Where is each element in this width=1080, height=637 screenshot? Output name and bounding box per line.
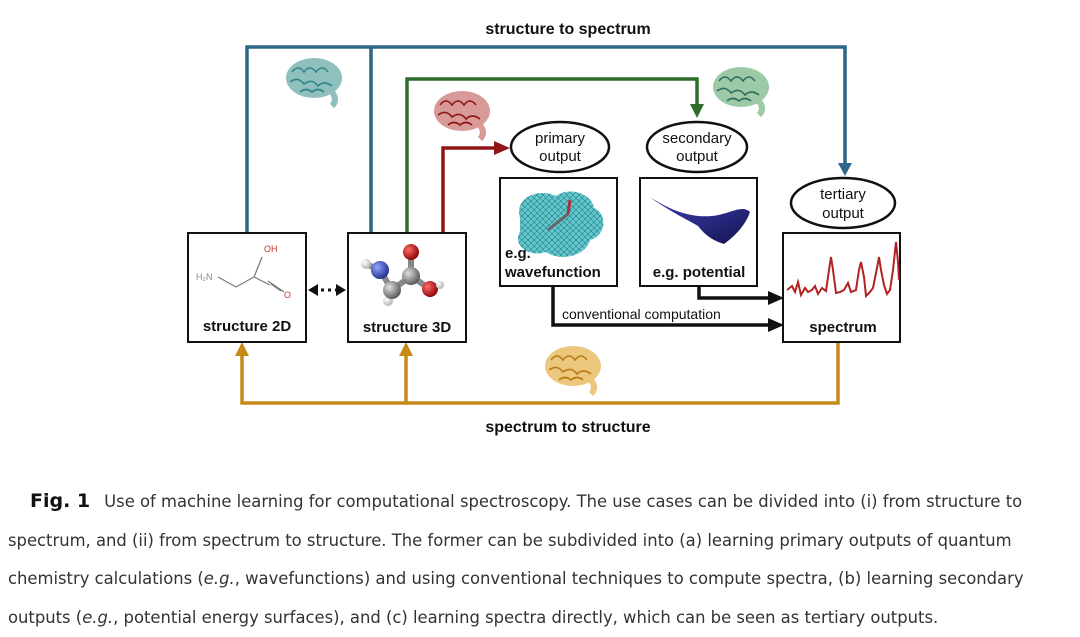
primary-output-arrow bbox=[441, 146, 498, 233]
wavefunction-label: wavefunction bbox=[504, 264, 601, 281]
brain-icon-green bbox=[713, 67, 769, 118]
spectrum-plot-image bbox=[786, 241, 900, 299]
conventional-computation-arrows bbox=[551, 286, 770, 327]
potential-surface-image bbox=[650, 197, 750, 244]
svg-text:output: output bbox=[822, 205, 865, 222]
svg-text:OH: OH bbox=[264, 244, 278, 254]
box-structure-2d: OH H₂N O structure 2D bbox=[187, 232, 307, 343]
box-structure-3d: structure 3D bbox=[347, 232, 467, 343]
svg-text:O: O bbox=[284, 290, 291, 300]
svg-text:output: output bbox=[676, 148, 719, 165]
brain-icon-orange bbox=[545, 346, 601, 397]
bottom-arrow-label: spectrum to structure bbox=[485, 419, 650, 436]
spectrum-label: spectrum bbox=[809, 319, 877, 336]
double-dotted-arrow bbox=[308, 284, 346, 296]
svg-text:secondary: secondary bbox=[662, 130, 732, 147]
figure-diagram: structure to spectrum spectrum to struct… bbox=[187, 21, 901, 436]
svg-text:primary: primary bbox=[535, 130, 586, 147]
structure-3d-label: structure 3D bbox=[363, 319, 452, 336]
structure-to-spectrum-arrow bbox=[245, 45, 847, 233]
svg-text:tertiary: tertiary bbox=[820, 186, 866, 203]
box-wavefunction: e.g. wavefunction bbox=[499, 177, 618, 287]
svg-text:H₂N: H₂N bbox=[196, 272, 213, 282]
figure-label: Fig. 1 bbox=[30, 490, 91, 512]
wavefunction-cloud-image bbox=[517, 191, 604, 257]
ellipse-tertiary-output: tertiary output bbox=[789, 176, 897, 230]
caption-text: Use of machine learning for computationa… bbox=[8, 492, 1024, 627]
ellipse-secondary-output: secondary output bbox=[645, 120, 749, 174]
ellipse-primary-output: primary output bbox=[509, 120, 611, 174]
secondary-output-arrow bbox=[405, 77, 699, 233]
structure-2d-label: structure 2D bbox=[203, 318, 292, 335]
brain-icon-red bbox=[434, 91, 490, 142]
svg-text:e.g.: e.g. bbox=[505, 245, 531, 262]
box-spectrum: spectrum bbox=[782, 232, 901, 343]
molecule-2d-drawing bbox=[217, 256, 285, 293]
conventional-computation-label: conventional computation bbox=[562, 306, 721, 322]
box-potential: e.g. potential bbox=[639, 177, 758, 287]
molecule-3d-drawing bbox=[361, 244, 444, 306]
potential-label: e.g. potential bbox=[653, 264, 746, 281]
top-arrow-label: structure to spectrum bbox=[485, 21, 650, 38]
svg-text:output: output bbox=[539, 148, 582, 165]
brain-icon-blue bbox=[286, 58, 342, 109]
spectrum-to-structure-arrow bbox=[240, 343, 840, 405]
